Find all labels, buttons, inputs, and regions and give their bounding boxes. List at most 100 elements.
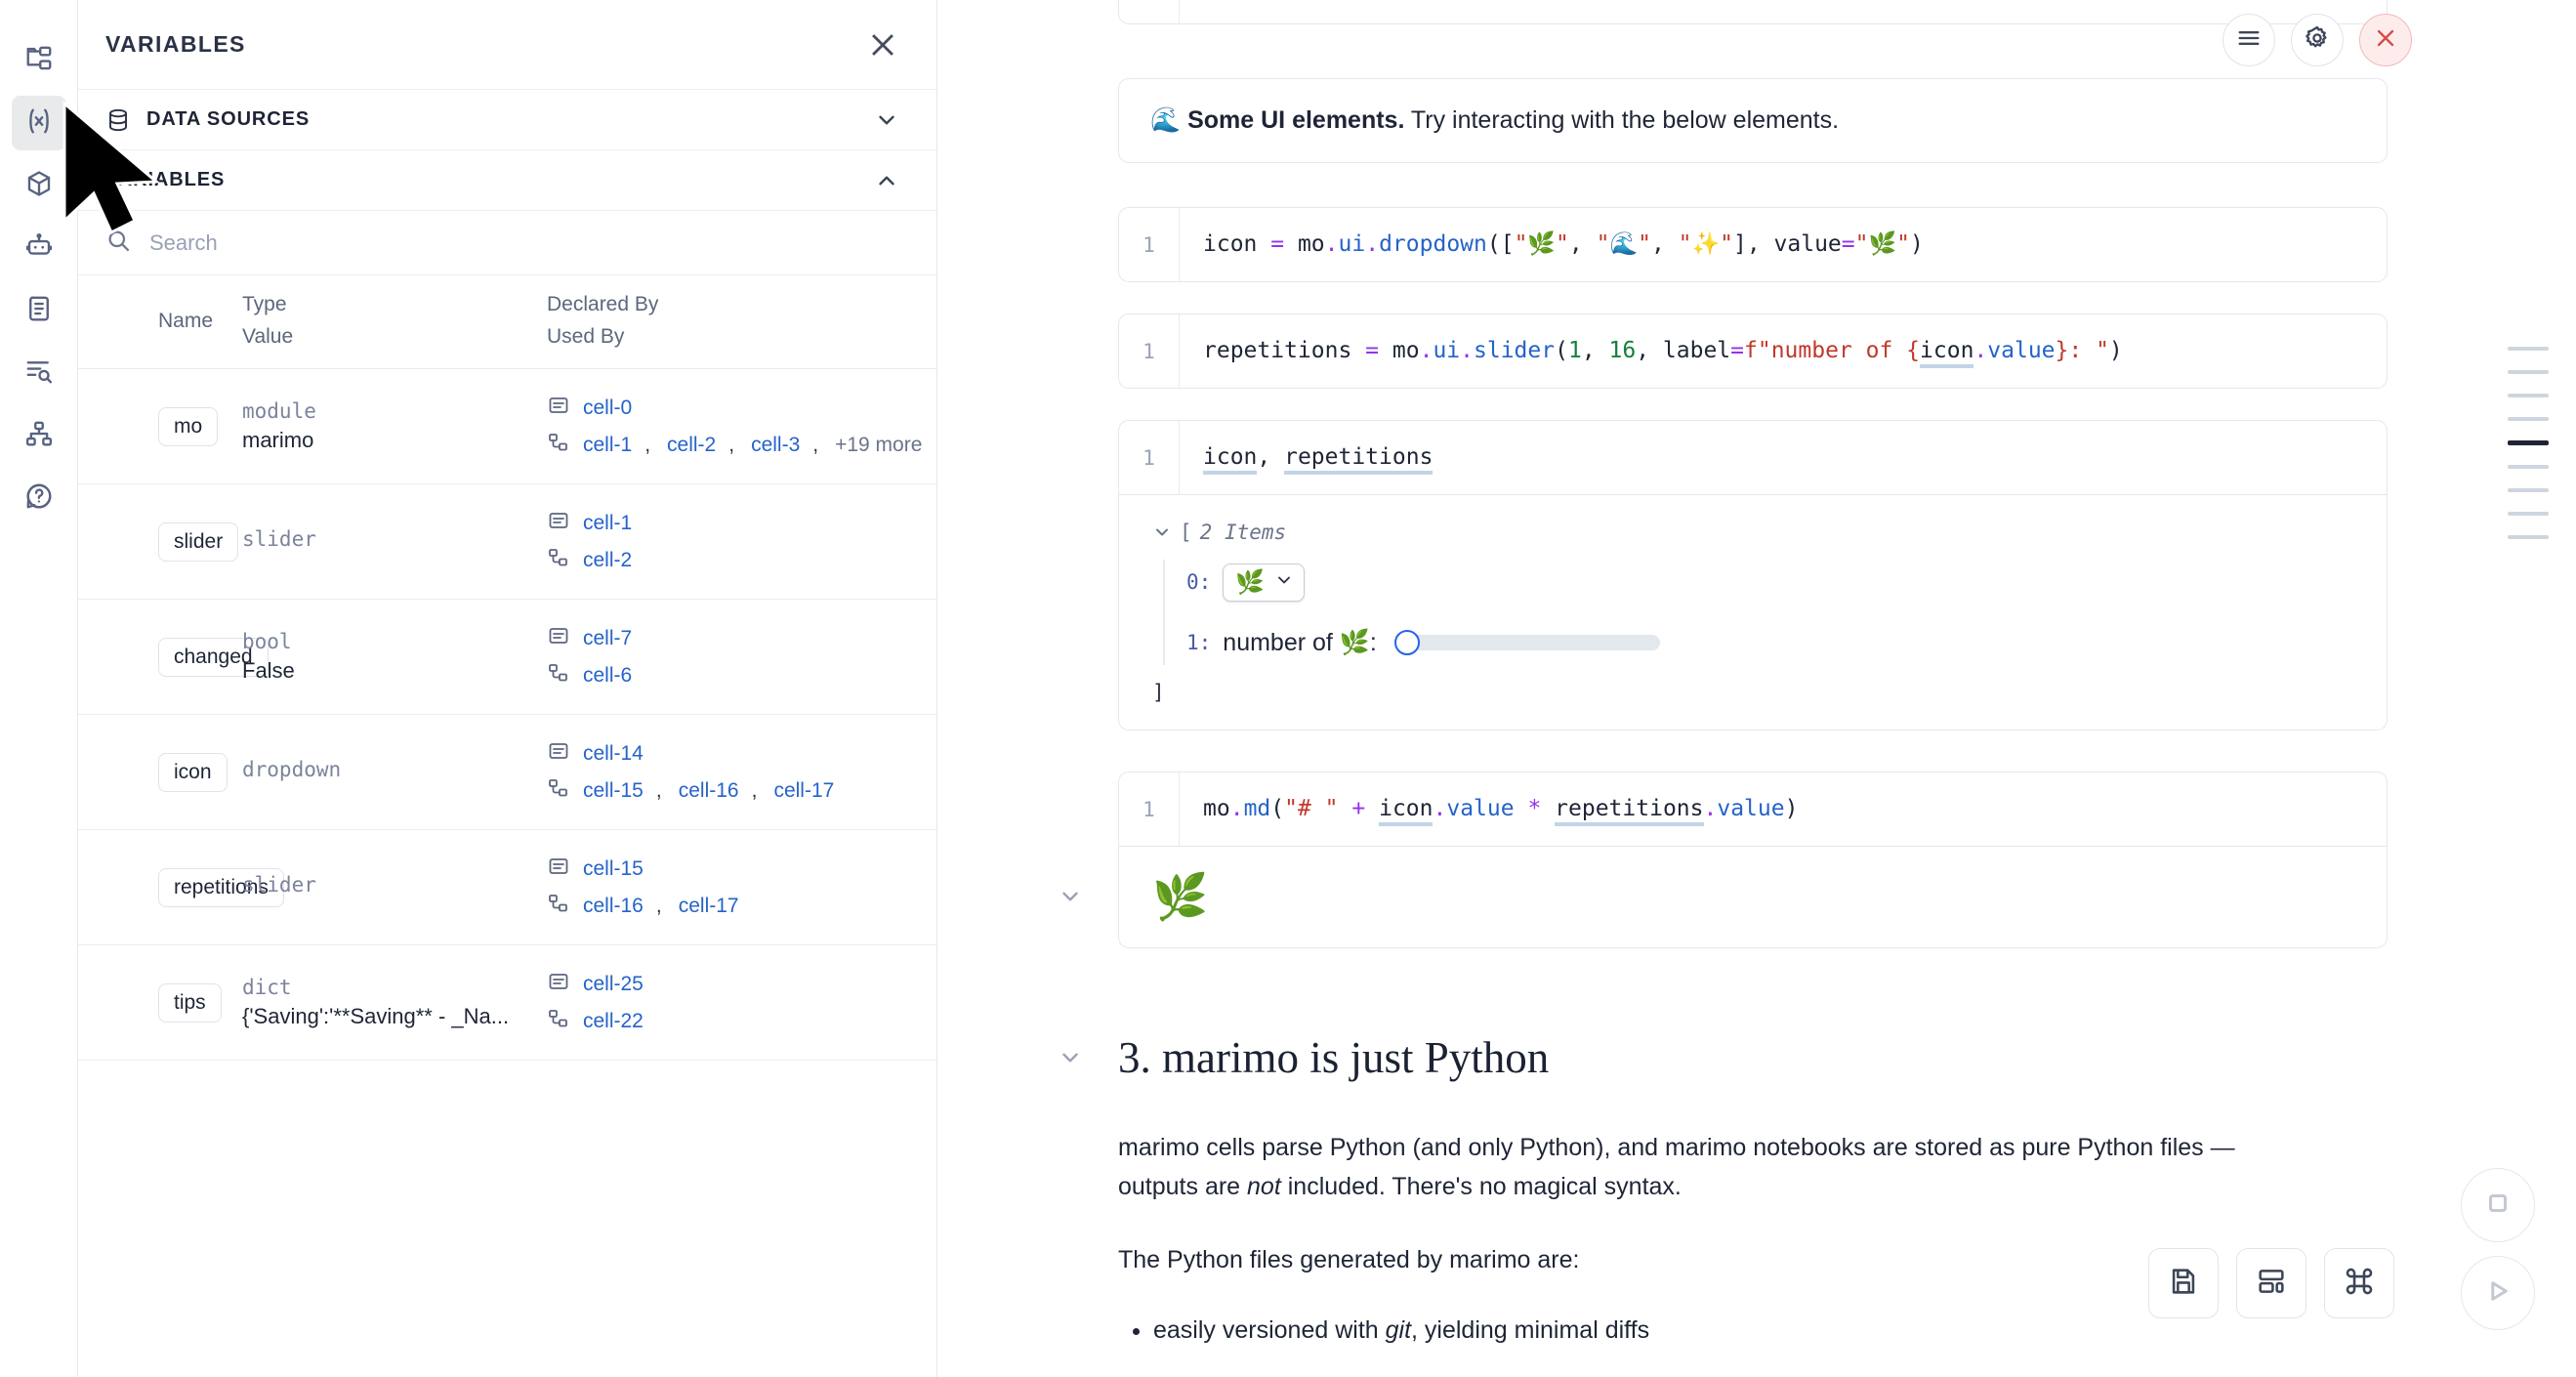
command-palette-button[interactable]: [2324, 1248, 2394, 1318]
variable-name-chip[interactable]: icon: [158, 752, 228, 792]
section-variables[interactable]: VARIABLES: [78, 150, 936, 211]
variable-type: bool: [242, 630, 292, 654]
dropdown-select[interactable]: 🌿: [1223, 563, 1306, 602]
cell-code-md[interactable]: mo.md("# " + icon.value * repetitions.va…: [1180, 772, 2387, 846]
list-output-header[interactable]: [ 2 Items: [1152, 521, 2353, 544]
minimap-mark[interactable]: [2508, 512, 2549, 516]
section-data-sources[interactable]: DATA SOURCES: [78, 90, 936, 150]
minimap[interactable]: [2508, 347, 2549, 539]
cell-link[interactable]: cell-2: [667, 433, 717, 456]
slider-label: number of 🌿:: [1223, 628, 1377, 656]
interrupt-button[interactable]: [2461, 1168, 2535, 1242]
cell-code-display[interactable]: icon, repetitions: [1180, 421, 2387, 494]
cell-link[interactable]: cell-1: [583, 433, 633, 456]
cell-link[interactable]: cell-16: [583, 894, 644, 917]
minimap-mark[interactable]: [2508, 440, 2549, 445]
cell-output-list: [ 2 Items 0: 🌿: [1118, 495, 2388, 731]
activity-bar: [0, 0, 78, 1377]
chevron-up-icon[interactable]: [874, 168, 899, 193]
minimap-mark[interactable]: [2508, 370, 2549, 374]
doc-p1-b: included. There's no magical syntax.: [1280, 1173, 1682, 1201]
used-by-icon: [547, 546, 570, 574]
variable-name-chip[interactable]: slider: [158, 522, 239, 562]
variable-name-chip[interactable]: changed: [158, 637, 269, 677]
cell-link[interactable]: cell-25: [583, 972, 644, 995]
cell-link[interactable]: cell-1: [583, 511, 633, 534]
cell-link[interactable]: cell-22: [583, 1009, 644, 1032]
list-index-1: 1:: [1186, 631, 1212, 655]
cell-icon: [547, 624, 570, 652]
notebook-cell-top[interactable]: 1 """🌊 Some UI elements.""": [1118, 0, 2388, 25]
notebook-cell-slider[interactable]: 1 repetitions = mo.ui.slider(1, 16, labe…: [1118, 313, 2388, 390]
col-declared-by-label: Declared By: [547, 293, 659, 315]
cell-link[interactable]: cell-17: [773, 778, 835, 802]
more-cells-label[interactable]: +19 more: [835, 433, 923, 456]
cell-link[interactable]: cell-15: [583, 856, 644, 880]
layout-button[interactable]: [2236, 1248, 2306, 1318]
list-item: 0: 🌿: [1186, 560, 2353, 605]
cell-link[interactable]: cell-17: [678, 894, 739, 917]
cell-link[interactable]: cell-15: [583, 778, 644, 802]
slider-thumb[interactable]: [1393, 630, 1420, 656]
sidebar-item-help[interactable]: [12, 471, 66, 525]
variable-name-chip[interactable]: tips: [158, 982, 222, 1022]
minimap-mark[interactable]: [2508, 347, 2549, 351]
cell-icon: [547, 509, 570, 537]
cell-link[interactable]: cell-16: [678, 778, 739, 802]
chevron-down-icon[interactable]: [1152, 522, 1172, 542]
cell-link[interactable]: cell-14: [583, 741, 644, 765]
sidebar-item-variables[interactable]: [11, 96, 66, 150]
section-fold-toggle[interactable]: [1058, 1045, 1083, 1070]
cell-link[interactable]: cell-2: [583, 548, 633, 571]
notebook-cell-dropdown[interactable]: 1 icon = mo.ui.dropdown(["🌿", "🌊", "✨"],…: [1118, 207, 2388, 283]
used-by-line: cell-1,cell-2,cell-3,+19 more: [547, 431, 923, 459]
variable-name-chip[interactable]: repetitions: [158, 867, 284, 907]
cell-link[interactable]: cell-6: [583, 663, 633, 687]
sidebar-item-search[interactable]: [12, 346, 66, 400]
cell-link[interactable]: cell-0: [583, 396, 633, 419]
variable-name-cell: icon: [78, 715, 242, 830]
declared-by-line: cell-15: [547, 855, 923, 883]
notebook-cell-display[interactable]: 1 icon, repetitions: [1118, 420, 2388, 496]
variable-name-chip[interactable]: mo: [158, 406, 219, 446]
markdown-rest-text: Try interacting with the below elements.: [1404, 106, 1840, 134]
cell-code-slider[interactable]: repetitions = mo.ui.slider(1, 16, label=…: [1180, 314, 2387, 388]
minimap-mark[interactable]: [2508, 394, 2549, 397]
variable-type-value-cell: slider: [242, 830, 547, 945]
panel-close-button[interactable]: [866, 28, 899, 62]
panel-header: VARIABLES: [78, 0, 936, 90]
notebook-cell-md[interactable]: 1 mo.md("# " + icon.value * repetitions.…: [1118, 772, 2388, 848]
minimap-mark[interactable]: [2508, 465, 2549, 469]
variable-type: slider: [242, 527, 316, 552]
cell-delete-button[interactable]: [2359, 14, 2412, 66]
chevron-down-icon[interactable]: [874, 107, 899, 133]
sidebar-item-ai-assistant[interactable]: [12, 221, 66, 275]
cell-settings-button[interactable]: [2291, 14, 2344, 66]
cell-menu-button[interactable]: [2223, 14, 2275, 66]
cell-code-top[interactable]: """🌊 Some UI elements.""": [1180, 0, 2387, 23]
repetitions-slider[interactable]: [1393, 630, 1660, 656]
minimap-mark[interactable]: [2508, 417, 2549, 421]
run-button[interactable]: [2461, 1256, 2535, 1330]
cell-link[interactable]: cell-3: [751, 433, 801, 456]
markdown-bold-text: Some UI elements.: [1187, 106, 1405, 134]
search-input[interactable]: [149, 230, 909, 256]
cell-fold-toggle[interactable]: [1058, 884, 1083, 909]
used-by-line: cell-22: [547, 1007, 923, 1035]
minimap-mark[interactable]: [2508, 535, 2549, 539]
slider-track[interactable]: [1407, 635, 1660, 651]
save-button[interactable]: [2148, 1248, 2219, 1318]
cell-code-dropdown[interactable]: icon = mo.ui.dropdown(["🌿", "🌊", "✨"], v…: [1203, 231, 1924, 257]
minimap-mark[interactable]: [2508, 488, 2549, 492]
sidebar-item-dependency-graph[interactable]: [12, 408, 66, 463]
sidebar-item-logs[interactable]: [12, 283, 66, 338]
sidebar-item-file-tree[interactable]: [12, 33, 66, 88]
cell-link[interactable]: cell-7: [583, 626, 633, 649]
sidebar-item-packages[interactable]: [12, 158, 66, 213]
